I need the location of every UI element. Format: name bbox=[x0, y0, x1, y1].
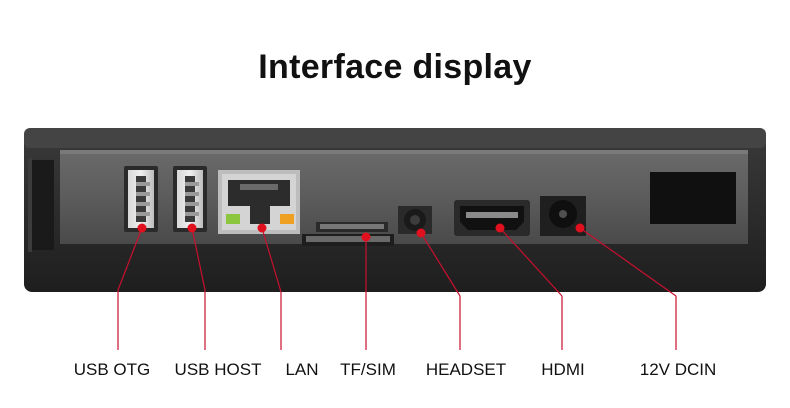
label-lan: LAN bbox=[285, 360, 319, 379]
headset-jack bbox=[398, 206, 432, 234]
marker-hdmi bbox=[495, 223, 505, 233]
label-dc-in: 12V DCIN bbox=[639, 360, 717, 379]
label-headset: HEADSET bbox=[425, 360, 507, 379]
marker-dc-in bbox=[575, 223, 585, 233]
label-usb-host: USB HOST bbox=[174, 360, 262, 379]
tf-sim-slot bbox=[302, 222, 394, 246]
label-usb-otg: USB OTG bbox=[73, 360, 151, 379]
marker-usb-host bbox=[187, 223, 197, 233]
lan-port bbox=[218, 170, 300, 234]
dc-in-jack bbox=[540, 196, 586, 236]
port-markers bbox=[137, 223, 585, 242]
marker-headset bbox=[416, 228, 426, 238]
marker-usb-otg bbox=[137, 223, 147, 233]
label-tf-sim: TF/SIM bbox=[340, 360, 396, 379]
vent-grille bbox=[650, 172, 736, 224]
hdmi-port bbox=[454, 200, 530, 236]
usb-otg-port bbox=[124, 166, 158, 232]
marker-tf-sim bbox=[361, 232, 371, 242]
usb-host-port bbox=[173, 166, 207, 232]
marker-lan bbox=[257, 223, 267, 233]
leader-lines bbox=[117, 227, 677, 350]
label-hdmi: HDMI bbox=[541, 360, 585, 379]
page-title: Interface display bbox=[258, 48, 532, 86]
